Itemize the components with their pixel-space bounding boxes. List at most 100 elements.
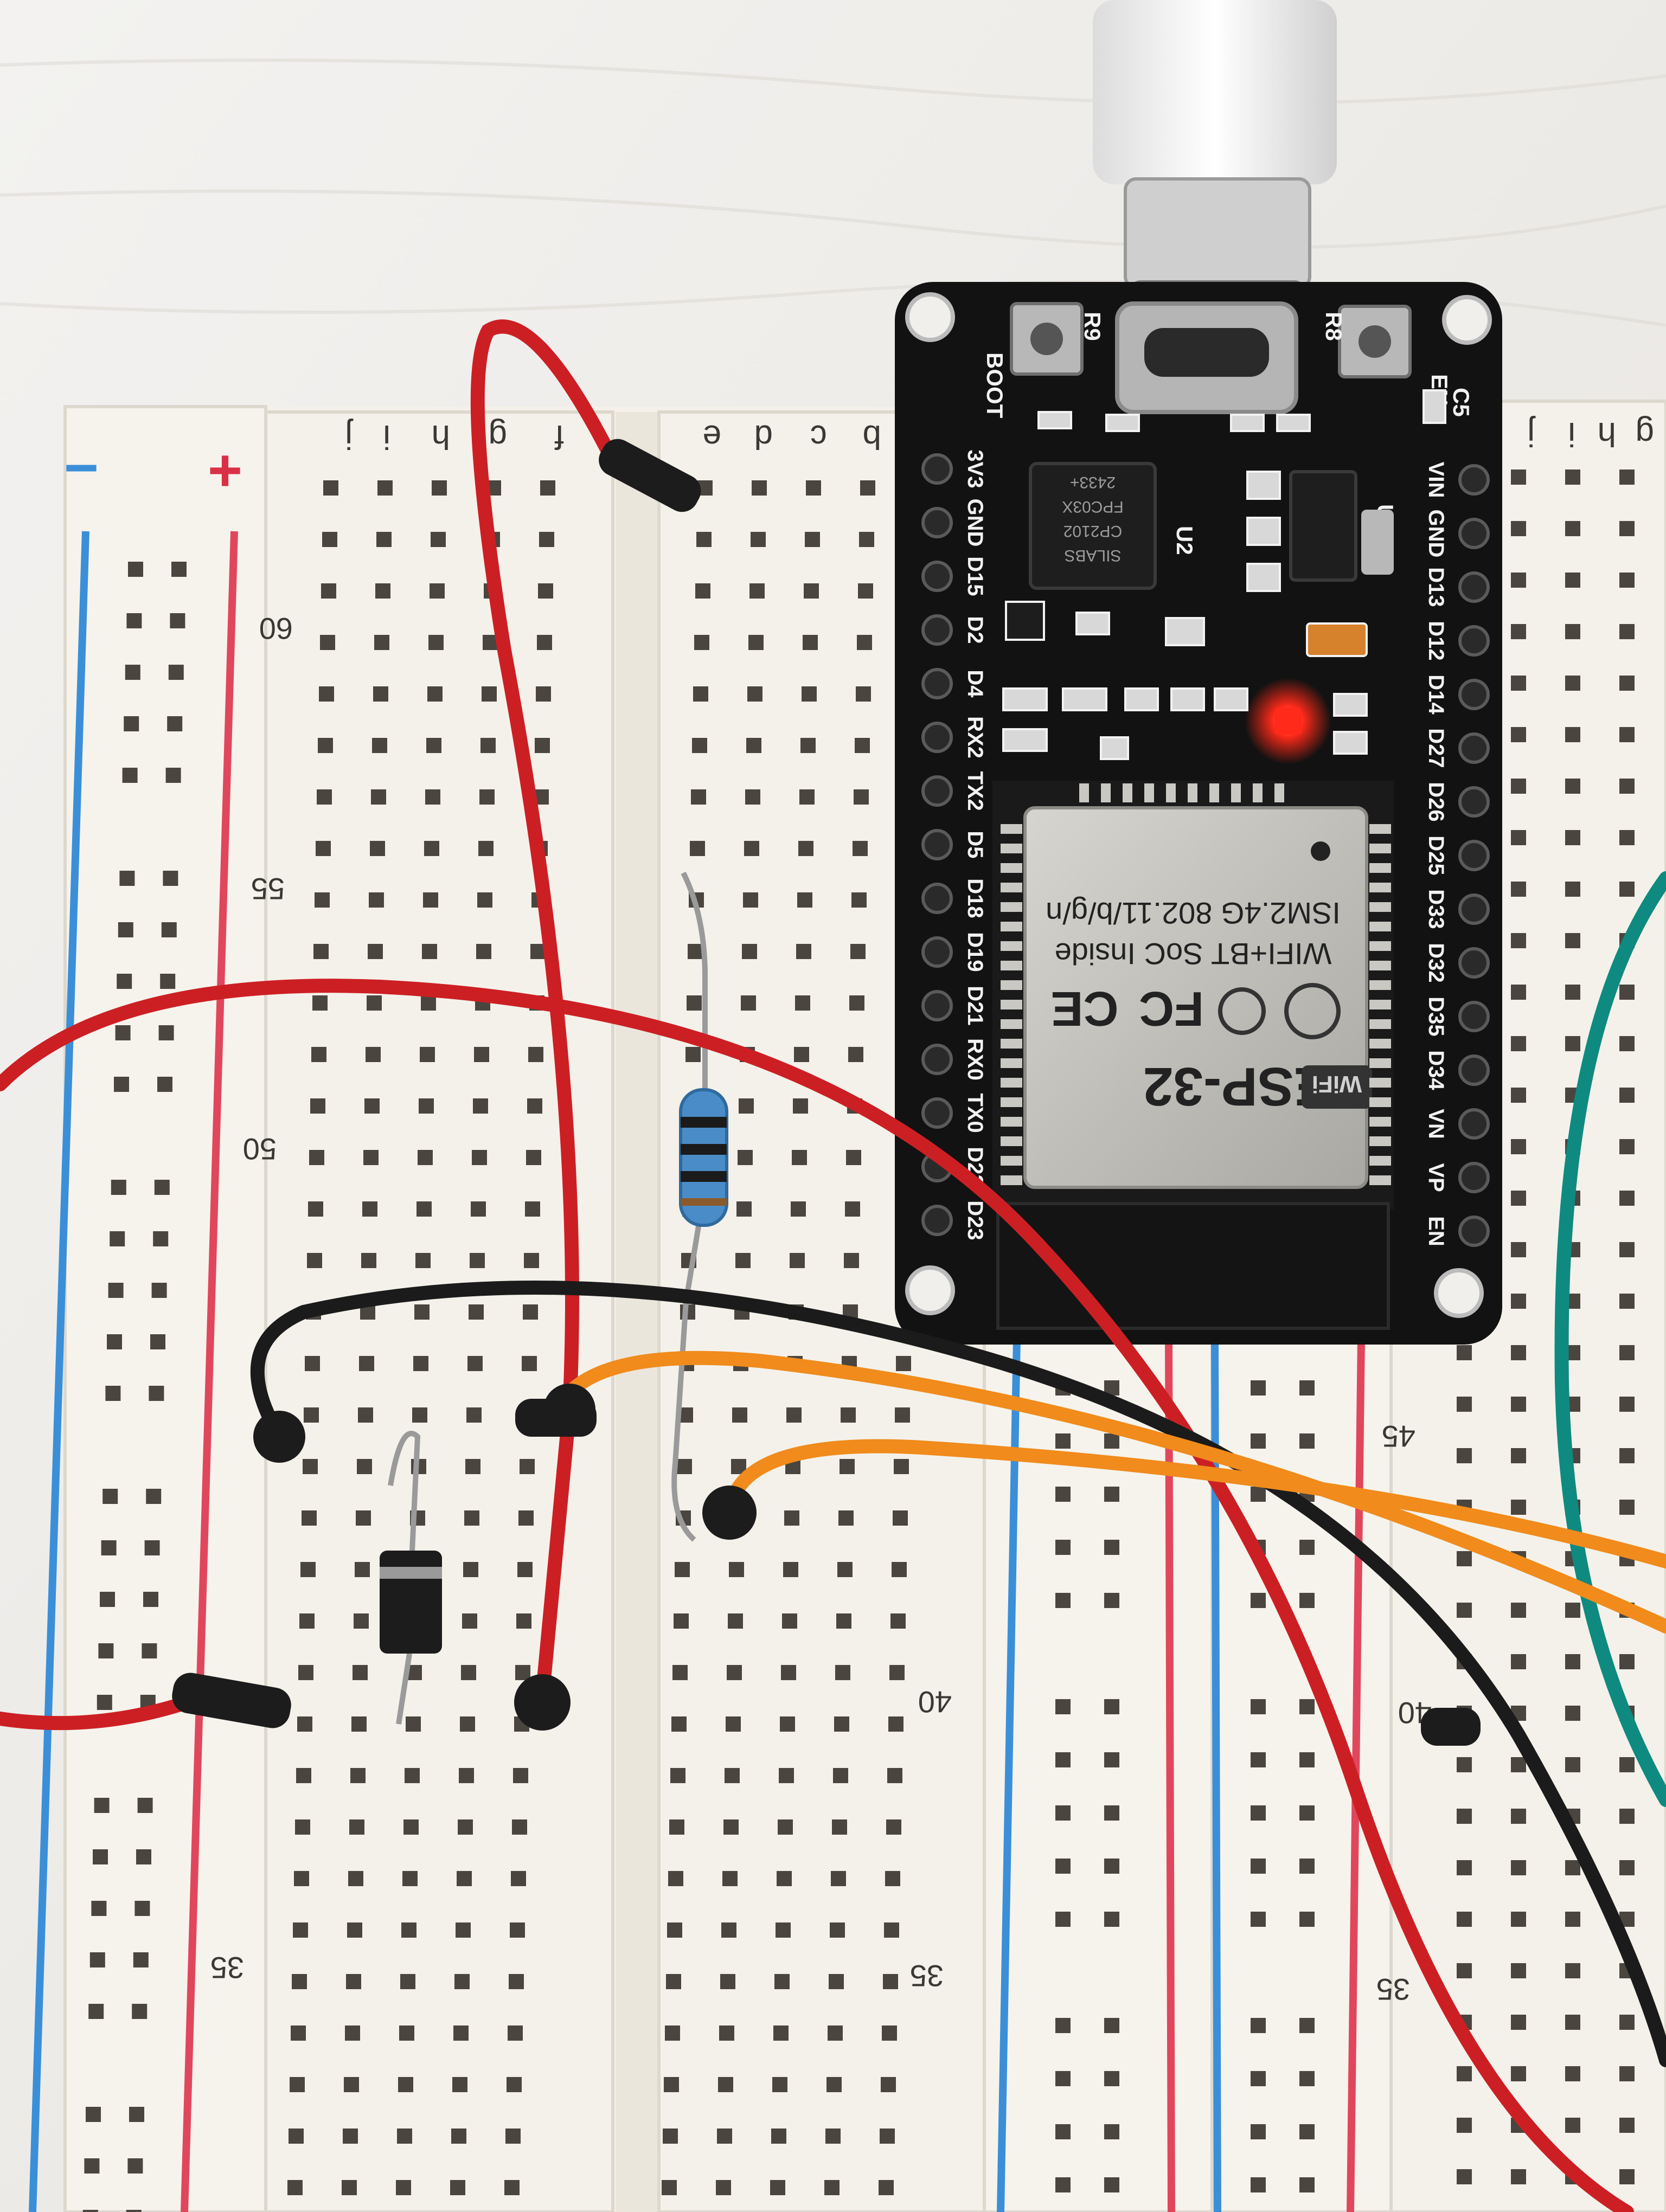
module-pad (1253, 783, 1263, 802)
breadboard-hole (539, 532, 554, 547)
breadboard-hole (751, 532, 766, 547)
rail-hole (168, 665, 184, 680)
breadboard-hole (1457, 1757, 1472, 1772)
breadboard-hole (1457, 1963, 1472, 1978)
rail-hole (91, 1901, 107, 1916)
module-pad (1001, 1078, 1022, 1088)
breadboard-hole (1565, 624, 1580, 639)
plug-black-left (253, 1411, 305, 1463)
breadboard-hole (474, 1047, 489, 1062)
module-pad (1369, 1039, 1391, 1049)
breadboard-hole (1457, 1345, 1472, 1360)
header-pin (1458, 1216, 1490, 1247)
breadboard-hole (402, 1871, 418, 1886)
c5-label: C5 (1449, 388, 1474, 417)
breadboard-hole (516, 1613, 531, 1629)
rail-hole (82, 2210, 98, 2212)
column-letters-left: j i h g f e d c b (345, 418, 881, 455)
breadboard-hole (1619, 779, 1635, 794)
rail-hole (97, 1695, 112, 1710)
header-pin (921, 775, 953, 807)
breadboard-hole (771, 2129, 786, 2144)
pin-label-right: VN (1424, 1109, 1448, 1139)
breadboard-hole (473, 1098, 488, 1114)
breadboard-hole (356, 1510, 371, 1526)
row-label-35b: 35 (910, 1959, 944, 1993)
breadboard-hole (308, 1201, 323, 1217)
breadboard-hole (888, 1716, 904, 1732)
module-pad (1001, 844, 1022, 853)
pin-label-left: GND (963, 499, 987, 547)
breadboard-hole (783, 1562, 798, 1577)
rail-hole (170, 613, 185, 628)
breadboard-hole (1619, 1654, 1635, 1669)
rail-hole (1055, 1805, 1071, 1821)
pin-label-left: D5 (963, 831, 987, 858)
breadboard-hole (316, 841, 331, 856)
breadboard-hole (458, 1819, 473, 1835)
pin-label-left: TX0 (963, 1093, 987, 1133)
breadboard-hole (718, 2077, 733, 2092)
rail-hole (150, 1334, 165, 1349)
rail-hole (89, 1952, 105, 1967)
rail-hole (1055, 2018, 1071, 2033)
breadboard-hole (719, 2025, 734, 2041)
module-pad (1369, 941, 1391, 951)
breadboard-hole (472, 1150, 487, 1165)
breadboard-hole (735, 1253, 751, 1268)
breadboard-hole (691, 789, 706, 805)
breadboard-hole (1511, 727, 1526, 742)
col-letter-f: f (554, 418, 564, 455)
breadboard-hole (800, 738, 816, 753)
breadboard-hole (745, 789, 760, 805)
rail-hole (161, 922, 177, 937)
row-label-45-r: 45 (1382, 1419, 1415, 1454)
module-pad (1079, 783, 1089, 802)
breadboard-hole (1619, 624, 1635, 639)
breadboard-hole (406, 1716, 421, 1732)
rail-hole (1055, 1593, 1071, 1608)
wifi-badge (1302, 1065, 1372, 1109)
breadboard-hole (667, 1922, 682, 1938)
rail-hole (167, 716, 183, 731)
breadboard-hole (1457, 1809, 1472, 1824)
pin-label-right: D13 (1424, 567, 1448, 607)
col-letter-i-r: i (1568, 415, 1575, 453)
breadboard-hole (882, 2025, 897, 2041)
pin-label-left: D18 (963, 878, 987, 918)
rail-hole (114, 1077, 129, 1092)
rail-hole (1251, 1805, 1266, 1821)
breadboard-hole (687, 995, 702, 1011)
breadboard-hole (299, 1613, 315, 1629)
pin-label-left: D4 (963, 670, 987, 698)
breadboard-hole (450, 2180, 465, 2195)
header-pin (921, 561, 953, 592)
rail-hole (1104, 1487, 1119, 1502)
breadboard-hole (690, 841, 705, 856)
breadboard-hole (853, 841, 868, 856)
breadboard-hole (743, 892, 758, 908)
module-pad (1001, 1175, 1022, 1185)
breadboard-hole (770, 2180, 785, 2195)
breadboard-hole (480, 738, 496, 753)
breadboard-hole (398, 2077, 413, 2092)
breadboard-hole (1457, 1551, 1472, 1566)
breadboard-hole (312, 995, 328, 1011)
rail-hole (158, 1025, 174, 1040)
breadboard-hole (792, 1150, 807, 1165)
header-pin (1458, 1001, 1490, 1032)
breadboard-hole (432, 480, 447, 496)
bluetooth-icon (1218, 987, 1266, 1035)
breadboard-hole (304, 1407, 319, 1423)
esp32-board: BOOT EN R9 R8 C5 U1 U2 (895, 282, 1502, 1345)
pin-labels-right: VINGNDD13D12D14D27D26D25D33D32D35D34VNVP… (1424, 462, 1448, 1246)
chip-line-1: 2433+ (1070, 473, 1116, 491)
col-letter-b: b (863, 418, 881, 455)
breadboard-hole (522, 1356, 537, 1371)
breadboard-hole (780, 1716, 795, 1732)
breadboard-hole (1619, 2015, 1635, 2030)
rail-hole (1104, 1433, 1119, 1449)
breadboard-hole (832, 1819, 847, 1835)
breadboard-hole (1511, 933, 1526, 948)
breadboard-hole (366, 1047, 381, 1062)
